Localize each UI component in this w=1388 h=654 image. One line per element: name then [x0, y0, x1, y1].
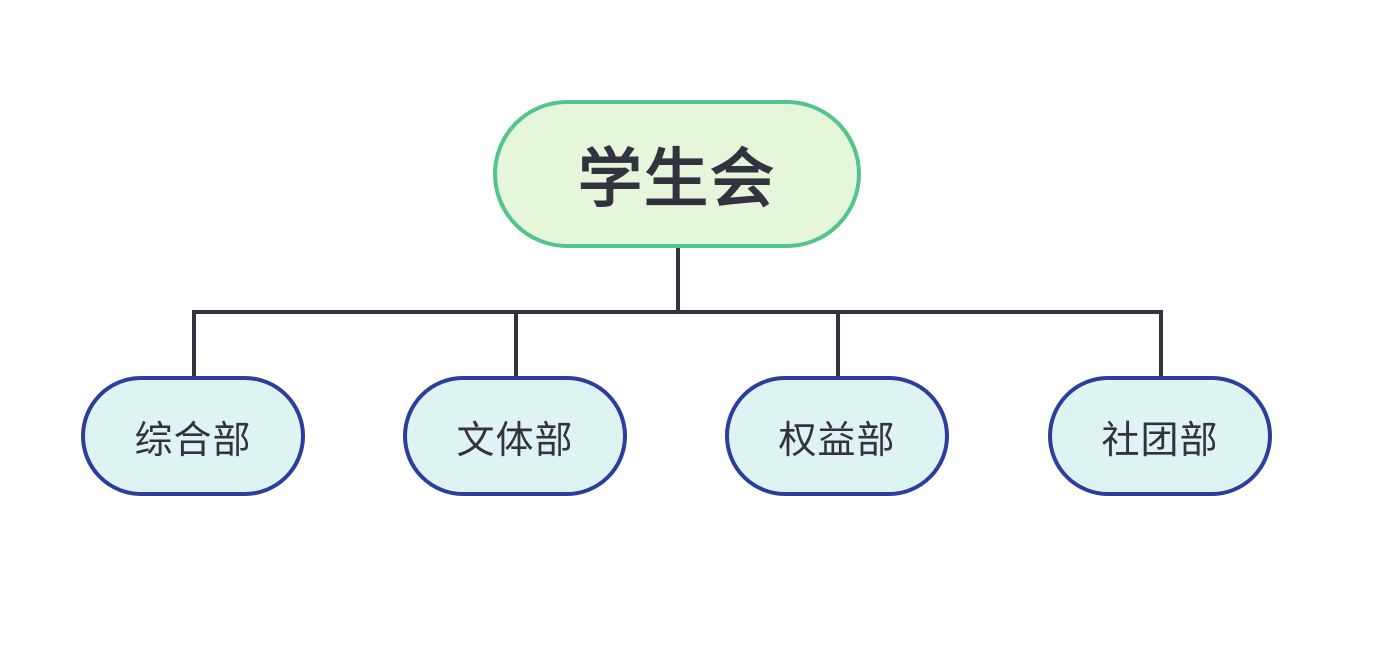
child-label: 文体部 — [456, 417, 574, 462]
child-node: 综合部 — [81, 376, 305, 496]
child-node: 文体部 — [403, 376, 627, 496]
child-node: 社团部 — [1048, 376, 1272, 496]
root-node: 学生会 — [493, 100, 861, 248]
child-label: 社团部 — [1101, 417, 1219, 462]
root-label: 学生会 — [578, 142, 776, 217]
child-node: 权益部 — [725, 376, 949, 496]
child-label: 综合部 — [134, 417, 252, 462]
child-label: 权益部 — [778, 417, 896, 462]
